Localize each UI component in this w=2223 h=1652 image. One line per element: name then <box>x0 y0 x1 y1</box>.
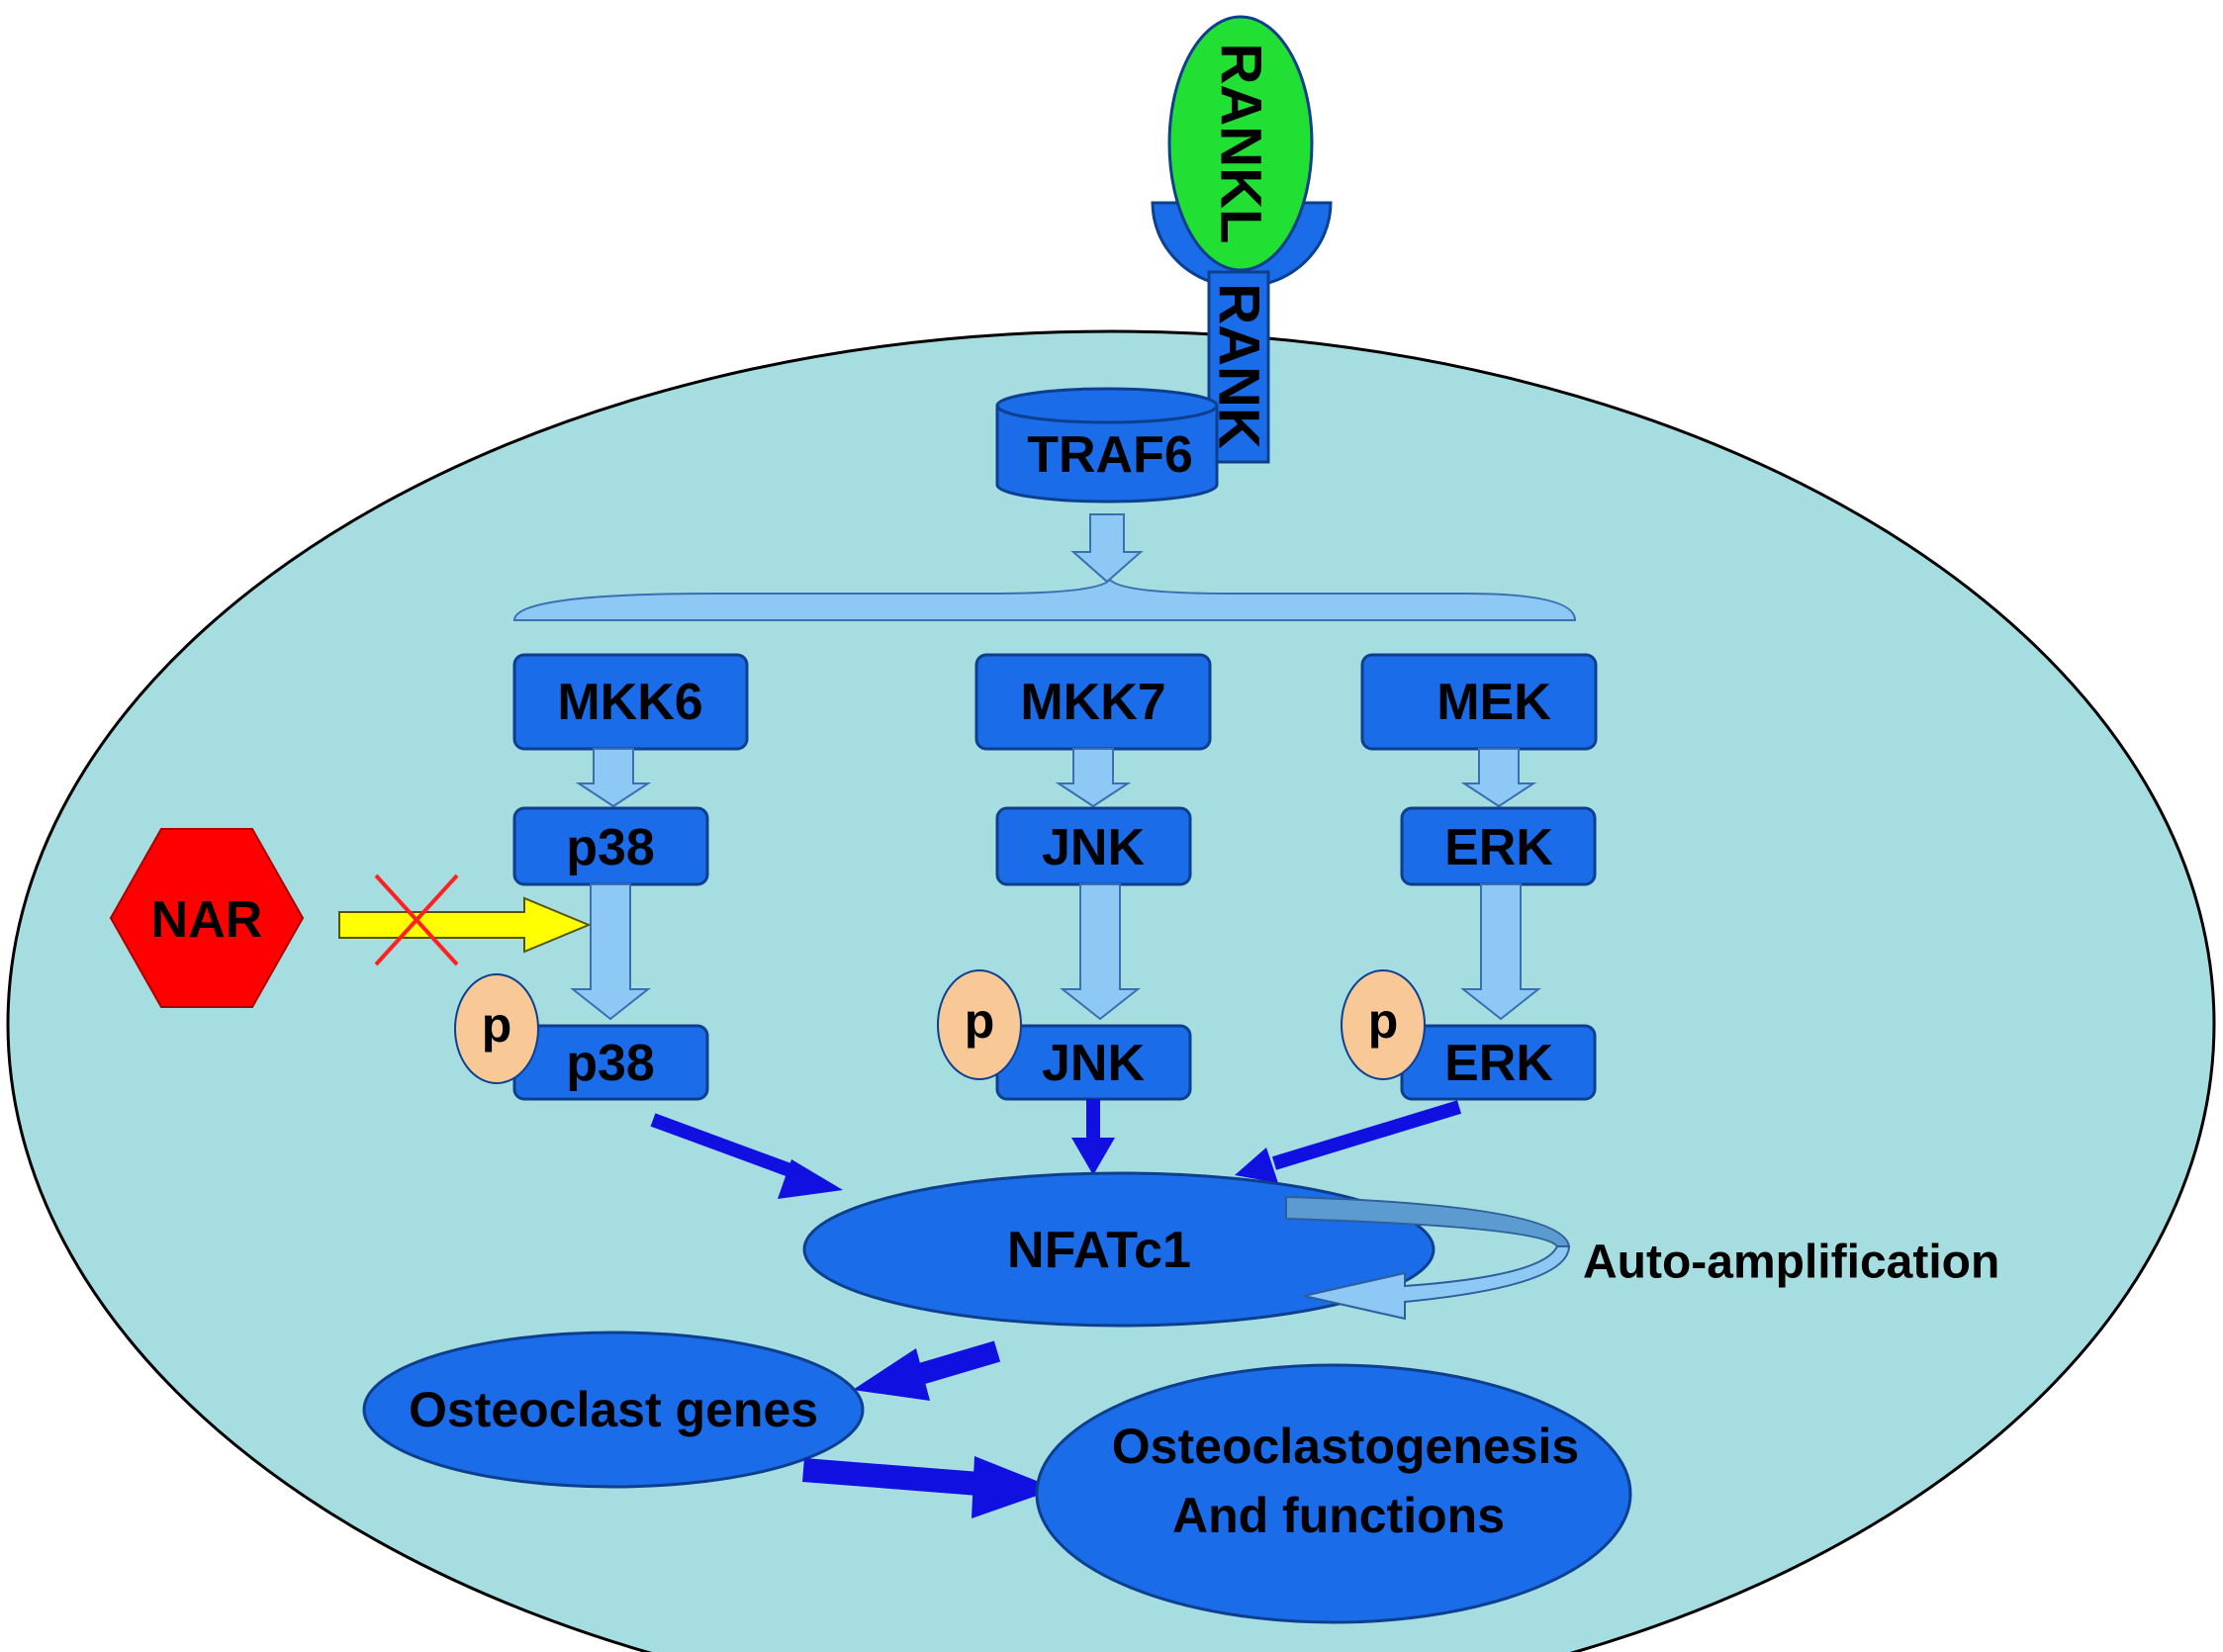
p38-phosphate-badge: p <box>454 973 539 1084</box>
osteoclastogenesis-label-line1: Osteoclastogenesis <box>1112 1419 1579 1474</box>
erk-node: ERK <box>1400 806 1597 886</box>
jnk-phospho-node: JNK <box>995 1024 1192 1101</box>
erk-to-nfatc1-arrow <box>1235 1100 1462 1183</box>
jnk-phos-arrow <box>1060 883 1141 1021</box>
block-x-mark <box>374 873 459 966</box>
mkk6-node: MKK6 <box>512 653 749 751</box>
rankl-ligand: RANKL <box>1167 15 1314 272</box>
p38-to-nfatc1-arrow <box>650 1113 843 1199</box>
traf6-arrow <box>1070 513 1144 584</box>
jnk-phosphate-badge: p <box>937 969 1022 1080</box>
erk-phosphate-badge: p <box>1341 969 1426 1080</box>
nar-blocked-arrow <box>338 896 592 954</box>
mkk6-label: MKK6 <box>557 674 702 731</box>
erk-phospho-label: ERK <box>1444 1035 1553 1092</box>
p38-phosphate-label: p <box>482 997 512 1053</box>
osteoclastogenesis-node: Osteoclastogenesis And functions <box>1035 1363 1632 1624</box>
jnk-phospho-label: JNK <box>1042 1035 1145 1092</box>
mek-label: MEK <box>1436 674 1551 731</box>
jnk-to-nfatc1-arrow <box>1071 1099 1115 1175</box>
mek-node: MEK <box>1360 653 1598 751</box>
genes-to-osteoclastogenesis-arrow <box>802 1456 1057 1518</box>
traf6-node: TRAF6 <box>995 387 1219 504</box>
erk-phosphate-label: p <box>1368 993 1399 1049</box>
mek-to-erk-arrow <box>1460 748 1537 808</box>
auto-amplification-label: Auto-amplification <box>1583 1237 1999 1289</box>
erk-phos-arrow <box>1460 883 1541 1021</box>
osteoclast-genes-label: Osteoclast genes <box>409 1382 818 1437</box>
traf6-label: TRAF6 <box>1027 426 1193 484</box>
jnk-phosphate-label: p <box>965 993 995 1049</box>
p38-phospho-label: p38 <box>566 1035 655 1092</box>
nfatc1-label: NFATc1 <box>1007 1222 1191 1279</box>
mkk7-label: MKK7 <box>1020 674 1165 731</box>
p38-phos-arrow <box>570 883 651 1021</box>
nfatc1-node: NFATc1 <box>802 1171 1436 1328</box>
p38-phospho-node: p38 <box>512 1024 709 1101</box>
nar-inhibitor: NAR <box>109 828 305 1008</box>
pathway-brace <box>512 578 1577 621</box>
osteoclastogenesis-label-line2: And functions <box>1172 1488 1505 1543</box>
erk-phospho-node: ERK <box>1400 1024 1597 1101</box>
mkk7-node: MKK7 <box>974 653 1212 751</box>
nar-label: NAR <box>151 891 263 949</box>
osteoclast-genes-node: Osteoclast genes <box>362 1331 865 1489</box>
p38-label: p38 <box>566 819 655 876</box>
nfatc1-to-genes-arrow <box>853 1340 1001 1401</box>
rankl-label: RANKL <box>1209 44 1273 244</box>
erk-label: ERK <box>1444 819 1553 876</box>
p38-node: p38 <box>512 806 709 886</box>
jnk-label: JNK <box>1042 819 1145 876</box>
jnk-node: JNK <box>995 806 1192 886</box>
mkk6-to-p38-arrow <box>575 748 652 808</box>
auto-amplification-loop <box>1285 1195 1571 1321</box>
mkk7-to-jnk-arrow <box>1055 748 1132 808</box>
